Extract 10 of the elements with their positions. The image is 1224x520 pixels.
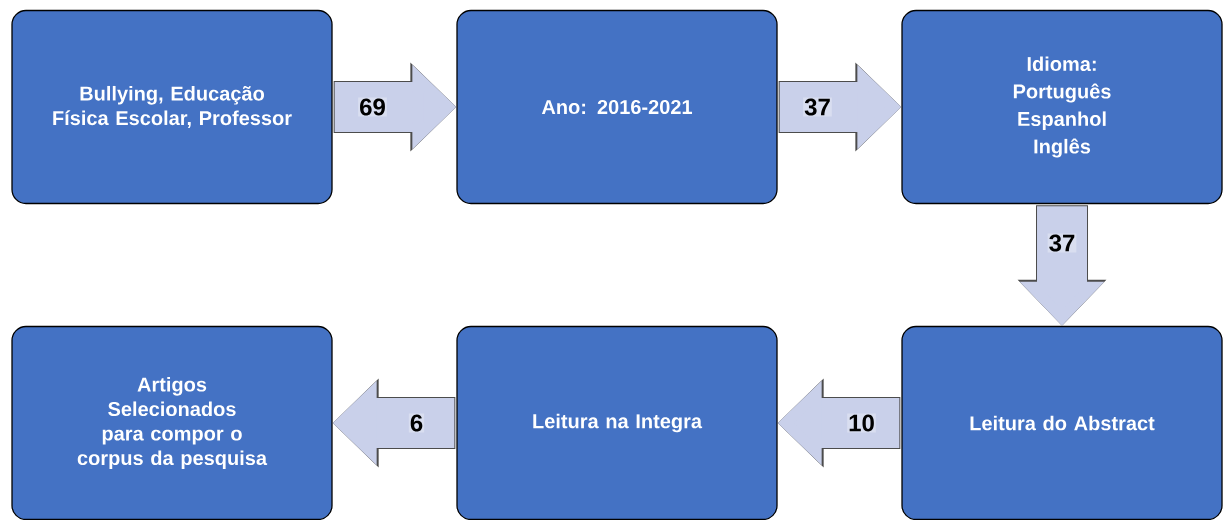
edge-label: 69 (358, 97, 387, 117)
process-box: Leitura do Abstract (901, 325, 1223, 520)
process-box: Bullying, Educação Física Escolar, Professor (11, 9, 333, 205)
process-box: Ano: 2016-2021 (456, 9, 778, 205)
edge-label: 37 (1047, 233, 1077, 253)
process-box: Leitura na Integra (456, 325, 778, 520)
process-box: Artigos Selecionados para compor o corpus da pesquisa (11, 325, 333, 520)
process-box: Idioma: Português Espanhol Inglês (901, 9, 1223, 205)
edge-label: 37 (803, 97, 832, 117)
edge-label: 10 (847, 413, 876, 433)
